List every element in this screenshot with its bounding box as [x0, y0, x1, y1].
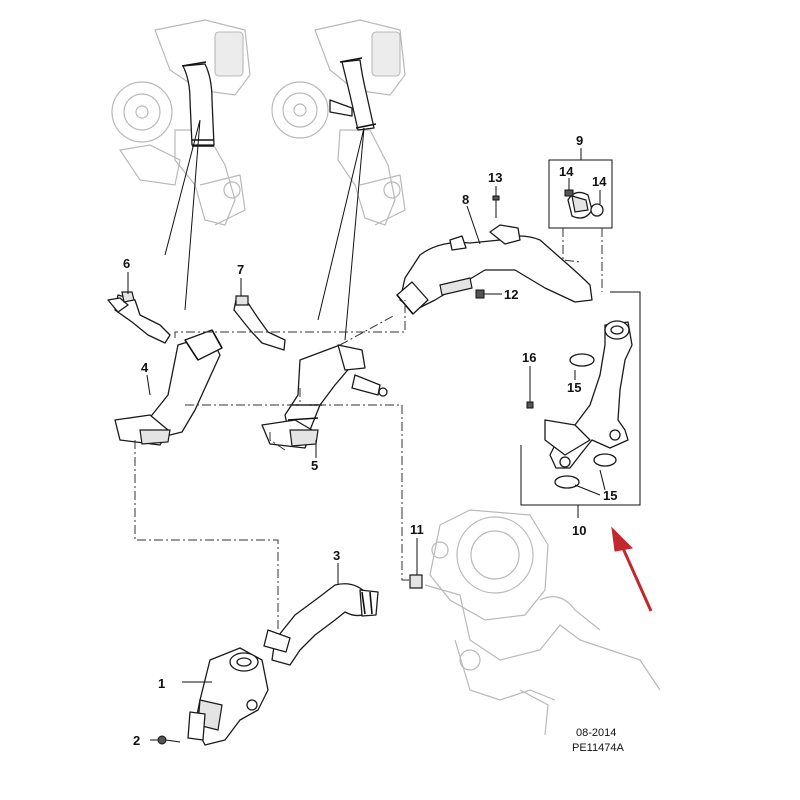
callout-1: 1: [158, 676, 165, 691]
reference-date: 08-2014: [576, 727, 616, 739]
engine-context-right: [271, 19, 406, 226]
callout-14b: 14: [592, 174, 607, 189]
highlight-arrow: [611, 526, 653, 612]
callout-8: 8: [462, 192, 469, 207]
callout-13: 13: [488, 170, 502, 185]
callout-5: 5: [311, 458, 318, 473]
part-1-housing: [182, 647, 269, 746]
hose-context-left: [164, 61, 215, 311]
callout-15b: 15: [603, 488, 617, 503]
callout-9: 9: [576, 133, 583, 148]
reference-code: PE11474A: [572, 742, 624, 754]
part-10-kit-frame: [520, 291, 641, 518]
callout-3: 3: [333, 548, 340, 563]
callout-7: 7: [237, 262, 244, 277]
part-6-hose: [107, 272, 171, 344]
part-16-bolt: [526, 366, 534, 409]
part-7-hose: [233, 278, 286, 351]
hose-context-right: [317, 57, 377, 341]
callout-6: 6: [123, 256, 130, 271]
part-5-hose: [261, 344, 388, 458]
callout-16: 16: [522, 350, 536, 365]
part-12-bolt: [475, 289, 502, 299]
callout-2: 2: [133, 733, 140, 748]
part-8-coolant-pipe: [396, 205, 593, 315]
engine-context-lower: [424, 509, 661, 736]
part-2-screw: [150, 735, 181, 745]
assembly-lines: [134, 300, 410, 630]
callout-12: 12: [504, 287, 518, 302]
part-13-bolt: [492, 186, 500, 218]
part-3-hose: [263, 563, 379, 666]
callout-11: 11: [410, 522, 424, 537]
callout-4: 4: [141, 360, 149, 375]
callout-14a: 14: [559, 164, 574, 179]
part-11-clip: [409, 538, 423, 589]
engine-context-left: [111, 19, 251, 226]
callout-15a: 15: [567, 380, 581, 395]
part-4-hose: [114, 329, 223, 446]
callout-10: 10: [572, 523, 586, 538]
part-9-kit-frame: [548, 148, 613, 292]
